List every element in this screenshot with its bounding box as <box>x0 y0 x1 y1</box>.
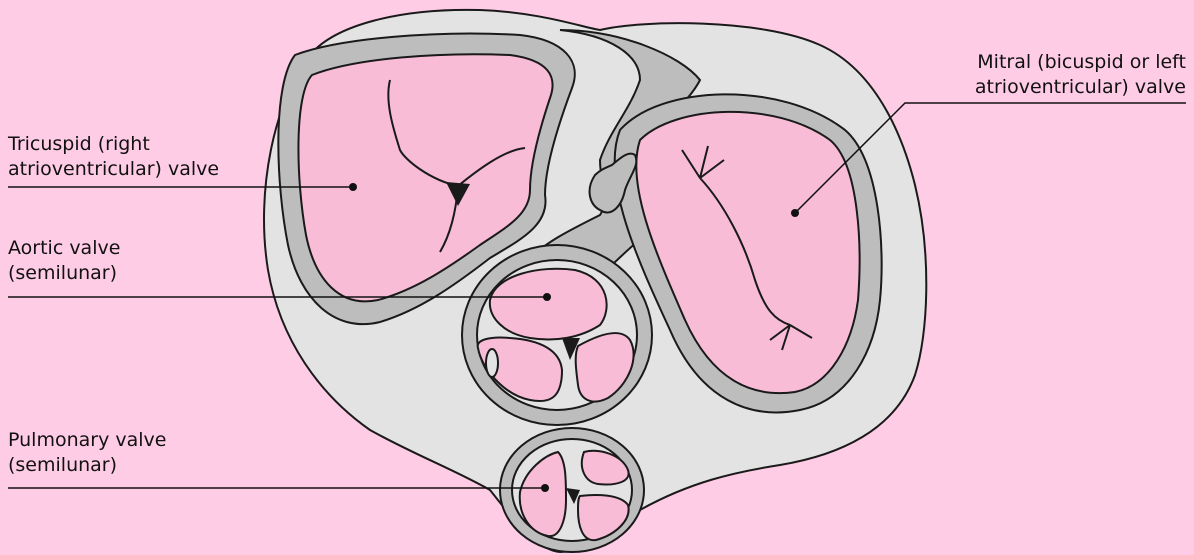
pulmonary-valve <box>500 428 644 552</box>
tricuspid-label-line2: atrioventricular) valve <box>8 157 219 182</box>
aortic-label: Aortic valve (semilunar) <box>8 236 120 286</box>
aortic-cusp-top <box>490 269 607 340</box>
pulmonary-label-line1: Pulmonary valve <box>8 428 166 453</box>
pulmonary-dot <box>541 484 549 492</box>
aortic-dot <box>543 293 551 301</box>
mitral-label-line1: Mitral (bicuspid or left <box>975 50 1186 75</box>
aortic-label-line2: (semilunar) <box>8 261 120 286</box>
tricuspid-dot <box>349 183 357 191</box>
aortic-label-line1: Aortic valve <box>8 236 120 261</box>
tricuspid-label-line1: Tricuspid (right <box>8 132 219 157</box>
pulmonary-label-line2: (semilunar) <box>8 453 166 478</box>
pulmonary-label: Pulmonary valve (semilunar) <box>8 428 166 478</box>
aortic-valve <box>462 245 652 425</box>
mitral-label: Mitral (bicuspid or left atrioventricula… <box>975 50 1186 100</box>
mitral-label-line2: atrioventricular) valve <box>975 75 1186 100</box>
mitral-dot <box>791 209 799 217</box>
coronary-ostium <box>486 349 498 377</box>
tricuspid-label: Tricuspid (right atrioventricular) valve <box>8 132 219 182</box>
